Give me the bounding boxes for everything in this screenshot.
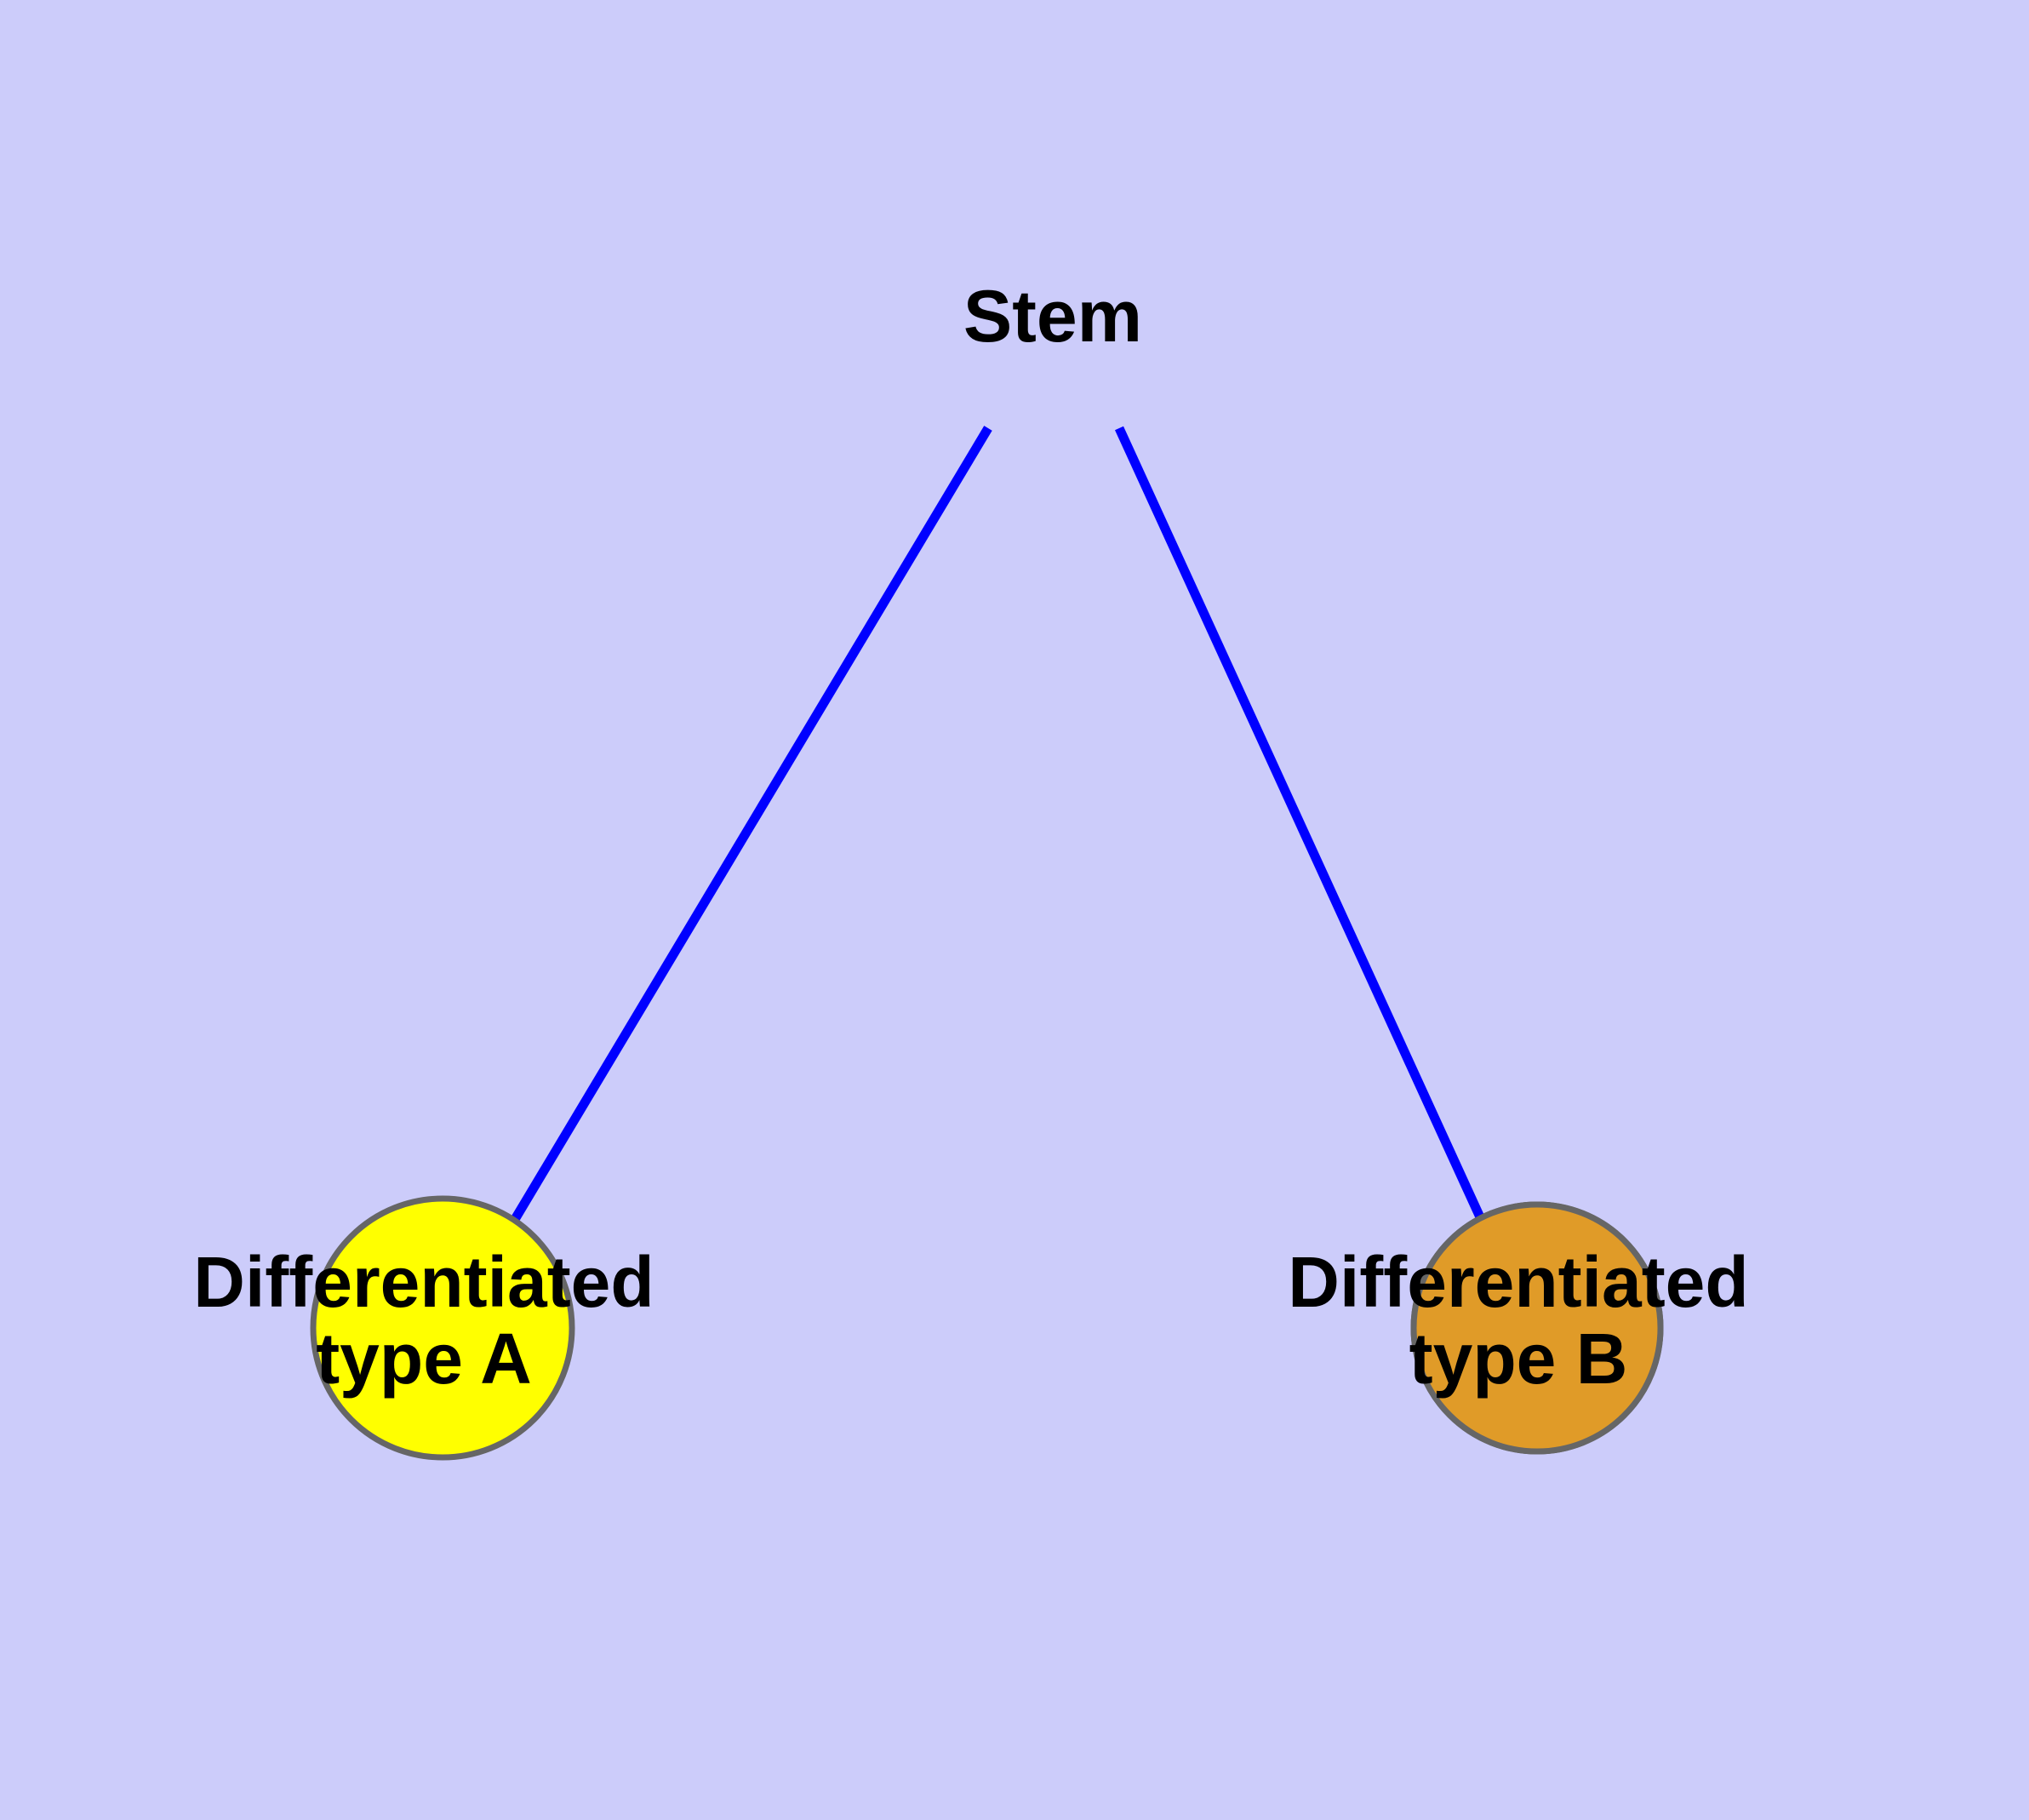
node-stem[interactable] [310,1195,575,1461]
edge-stem-to-differentiated-type-b [1114,426,1486,1222]
node-layer [310,1195,1664,1461]
edge-layer [510,426,1486,1223]
edge-stem-to-differentiated-type-a [510,426,992,1223]
node-differentiated-type-b[interactable] [1410,1201,1664,1455]
